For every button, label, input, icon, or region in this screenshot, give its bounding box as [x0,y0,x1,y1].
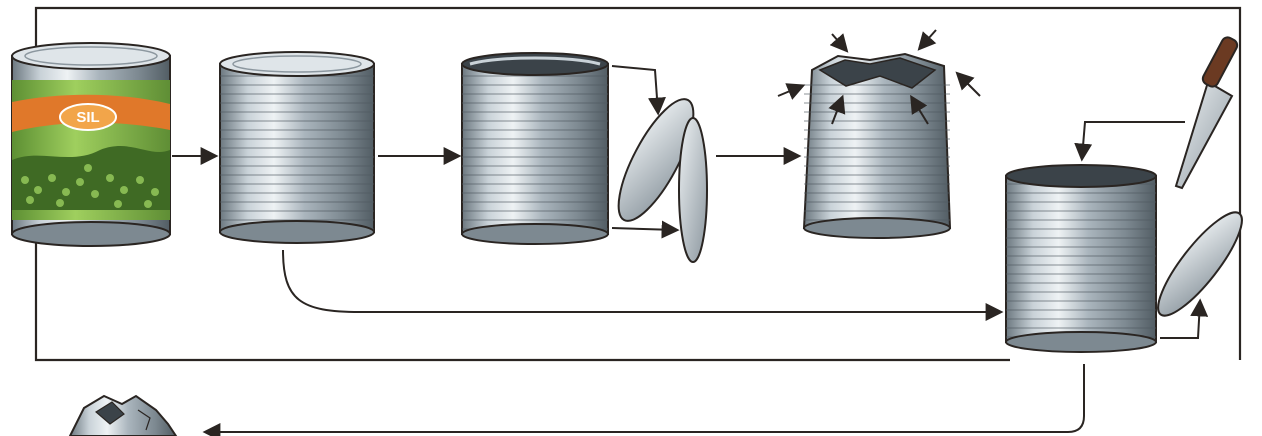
can-brand-label: SIL [76,109,99,126]
arrow-knife-to-can [1082,122,1185,158]
lid-icon [679,118,707,262]
crushed-can-icon [778,30,980,238]
arrow-lid-up [612,66,658,112]
crumpled-metal-icon [70,396,176,436]
knife-icon [1176,35,1239,188]
arrow-final-to-scrap [206,364,1084,432]
can-and-knife-icon [1006,35,1254,352]
labeled-food-can-icon: SIL [12,43,170,246]
arrow-bypass-to-final [283,250,1000,312]
bare-metal-can-icon [220,52,374,243]
arrow-lid-down [612,228,676,230]
